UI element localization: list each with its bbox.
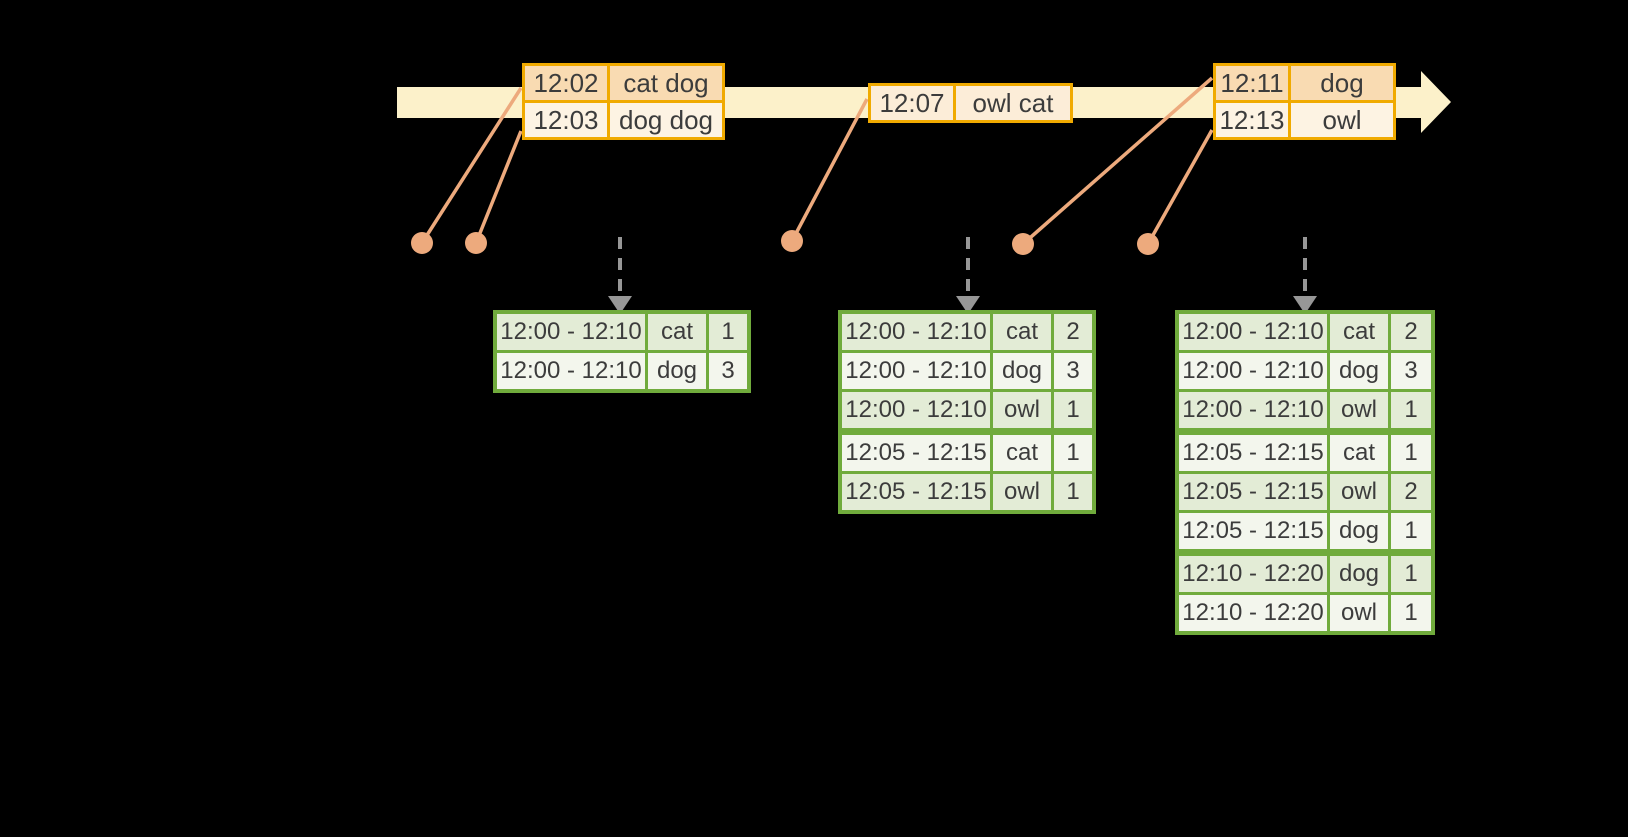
result-count-cell: 2 (1391, 314, 1431, 350)
result-window-cell: 12:05 - 12:15 (842, 474, 990, 510)
event-words-cell: cat dog (610, 66, 722, 100)
event-dot (465, 232, 487, 254)
result-count-cell: 1 (1391, 595, 1431, 631)
result-word-cell: cat (648, 314, 706, 350)
result-count-cell: 1 (1054, 392, 1092, 428)
result-word-cell: owl (993, 392, 1051, 428)
event-connector-line (420, 87, 523, 244)
event-time-cell: 12:07 (871, 86, 953, 120)
result-window-cell: 12:05 - 12:15 (1179, 435, 1327, 471)
trigger-arrowhead-icon (1293, 296, 1317, 314)
result-count-cell: 1 (1391, 392, 1431, 428)
event-dot (1012, 233, 1034, 255)
event-connector-line (1021, 76, 1214, 246)
result-window-cell: 12:00 - 12:10 (842, 392, 990, 428)
result-word-cell: owl (993, 474, 1051, 510)
result-word-cell: dog (1330, 556, 1388, 592)
result-window-cell: 12:00 - 12:10 (842, 353, 990, 389)
result-word-cell: dog (993, 353, 1051, 389)
result-window-cell: 12:10 - 12:20 (1179, 556, 1327, 592)
event-words-cell: owl (1291, 103, 1393, 137)
event-dot (781, 230, 803, 252)
event-dot (1137, 233, 1159, 255)
result-window-cell: 12:05 - 12:15 (1179, 474, 1327, 510)
result-window-cell: 12:00 - 12:10 (497, 314, 645, 350)
result-window-cell: 12:00 - 12:10 (1179, 392, 1327, 428)
result-word-cell: owl (1330, 474, 1388, 510)
result-word-cell: cat (1330, 435, 1388, 471)
result-word-cell: dog (648, 353, 706, 389)
result-window-cell: 12:10 - 12:20 (1179, 595, 1327, 631)
event-time-cell: 12:11 (1216, 66, 1288, 100)
event-connector-line (1146, 129, 1214, 245)
trigger-arrowhead-icon (608, 296, 632, 314)
event-dot (411, 232, 433, 254)
result-word-cell: cat (993, 314, 1051, 350)
event-connector-line (474, 130, 523, 244)
result-window-cell: 12:00 - 12:10 (842, 314, 990, 350)
result-count-cell: 3 (1054, 353, 1092, 389)
result-word-cell: dog (1330, 513, 1388, 549)
result-window-cell: 12:05 - 12:15 (1179, 513, 1327, 549)
result-word-cell: owl (1330, 595, 1388, 631)
result-count-cell: 3 (1391, 353, 1431, 389)
result-window-cell: 12:05 - 12:15 (842, 435, 990, 471)
result-count-cell: 1 (1054, 435, 1092, 471)
result-count-cell: 1 (1391, 556, 1431, 592)
event-time-cell: 12:02 (525, 66, 607, 100)
result-count-cell: 3 (709, 353, 747, 389)
event-words-cell: dog dog (610, 103, 722, 137)
result-count-cell: 1 (1391, 435, 1431, 471)
result-word-cell: owl (1330, 392, 1388, 428)
trigger-arrowhead-icon (956, 296, 980, 314)
event-words-cell: owl cat (956, 86, 1070, 120)
result-count-cell: 1 (1054, 474, 1092, 510)
result-word-cell: cat (993, 435, 1051, 471)
result-count-cell: 2 (1054, 314, 1092, 350)
result-window-cell: 12:00 - 12:10 (1179, 353, 1327, 389)
result-window-cell: 12:00 - 12:10 (1179, 314, 1327, 350)
result-count-cell: 1 (709, 314, 747, 350)
event-time-cell: 12:13 (1216, 103, 1288, 137)
event-words-cell: dog (1291, 66, 1393, 100)
event-time-cell: 12:03 (525, 103, 607, 137)
result-word-cell: cat (1330, 314, 1388, 350)
event-connector-line (790, 98, 869, 242)
result-count-cell: 1 (1391, 513, 1431, 549)
result-count-cell: 2 (1391, 474, 1431, 510)
result-word-cell: dog (1330, 353, 1388, 389)
timeline-arrowhead-icon (1421, 71, 1451, 133)
result-window-cell: 12:00 - 12:10 (497, 353, 645, 389)
